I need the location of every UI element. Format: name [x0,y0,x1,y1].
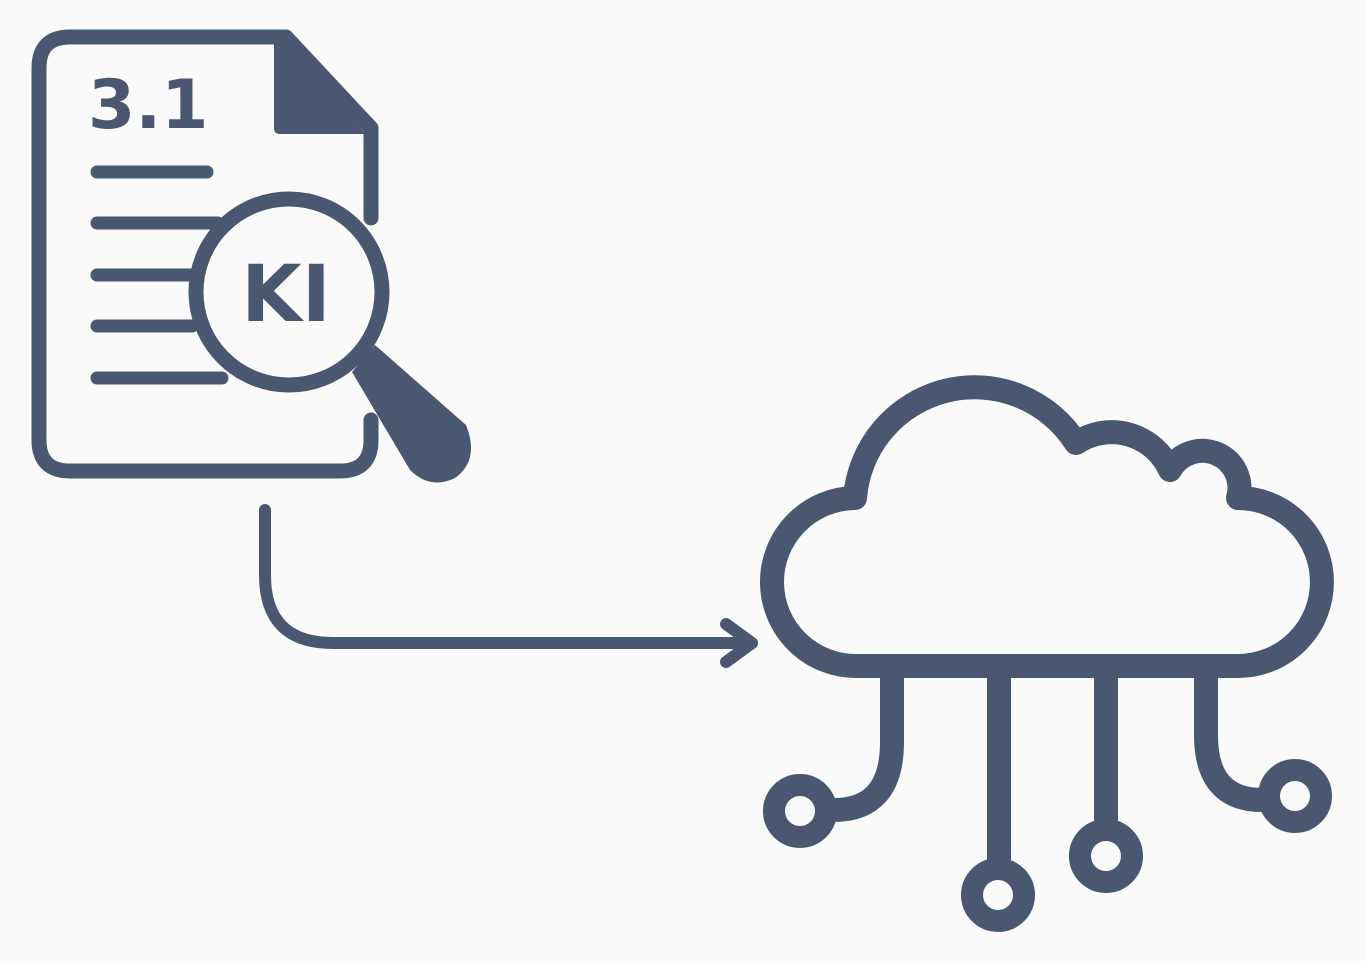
arrow-connector [259,504,758,668]
cloud-network-icon [760,375,1334,932]
cloud-outline [760,375,1334,679]
document-corner-fold [274,30,366,134]
magnifier-lens [188,191,390,393]
cloud-node-4 [1258,759,1332,833]
magnifier-handle [352,345,472,483]
arrow-line [259,504,758,649]
cloud-connector-4 [1194,666,1274,812]
cloud-node-1 [763,774,837,848]
document-outline [31,29,379,479]
cloud-node-3 [1069,819,1143,893]
magnifier-label: KI [241,250,330,340]
cloud-node-2 [961,858,1035,932]
document-icon [31,29,379,479]
magnifier-icon [188,191,472,483]
document-version-label: 3.1 [88,66,208,145]
arrow-head [720,618,758,668]
cloud-connector-1 [822,666,904,822]
